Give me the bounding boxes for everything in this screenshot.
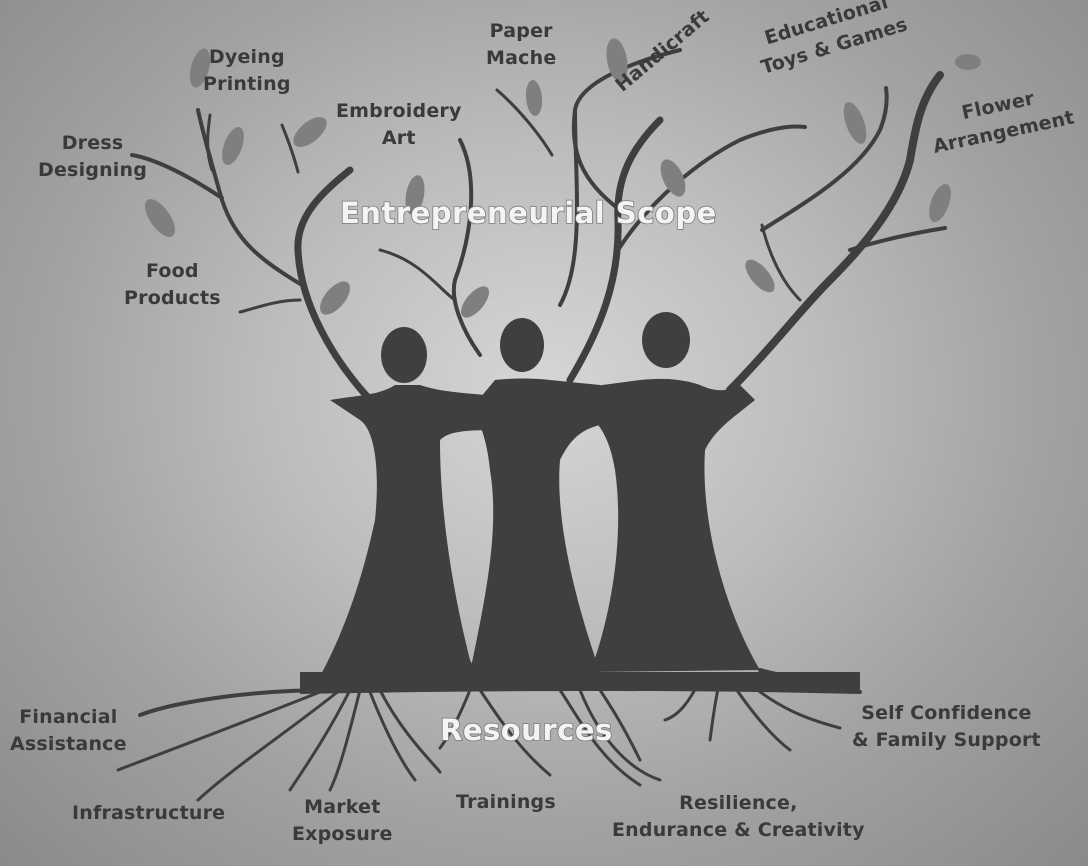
- label-infrastructure: Infrastructure: [72, 802, 226, 824]
- title-entrepreneurial-scope: Entrepreneurial Scope: [339, 195, 717, 231]
- title-resources: Resources: [439, 712, 613, 748]
- label-resilience: Resilience,Endurance & Creativity: [612, 792, 865, 841]
- leaves: [144, 38, 981, 318]
- women-figures: [300, 312, 860, 694]
- label-trainings: Trainings: [456, 791, 556, 813]
- label-self-confidence: Self Confidence& Family Support: [852, 702, 1041, 751]
- tree-branches: [116, 48, 947, 802]
